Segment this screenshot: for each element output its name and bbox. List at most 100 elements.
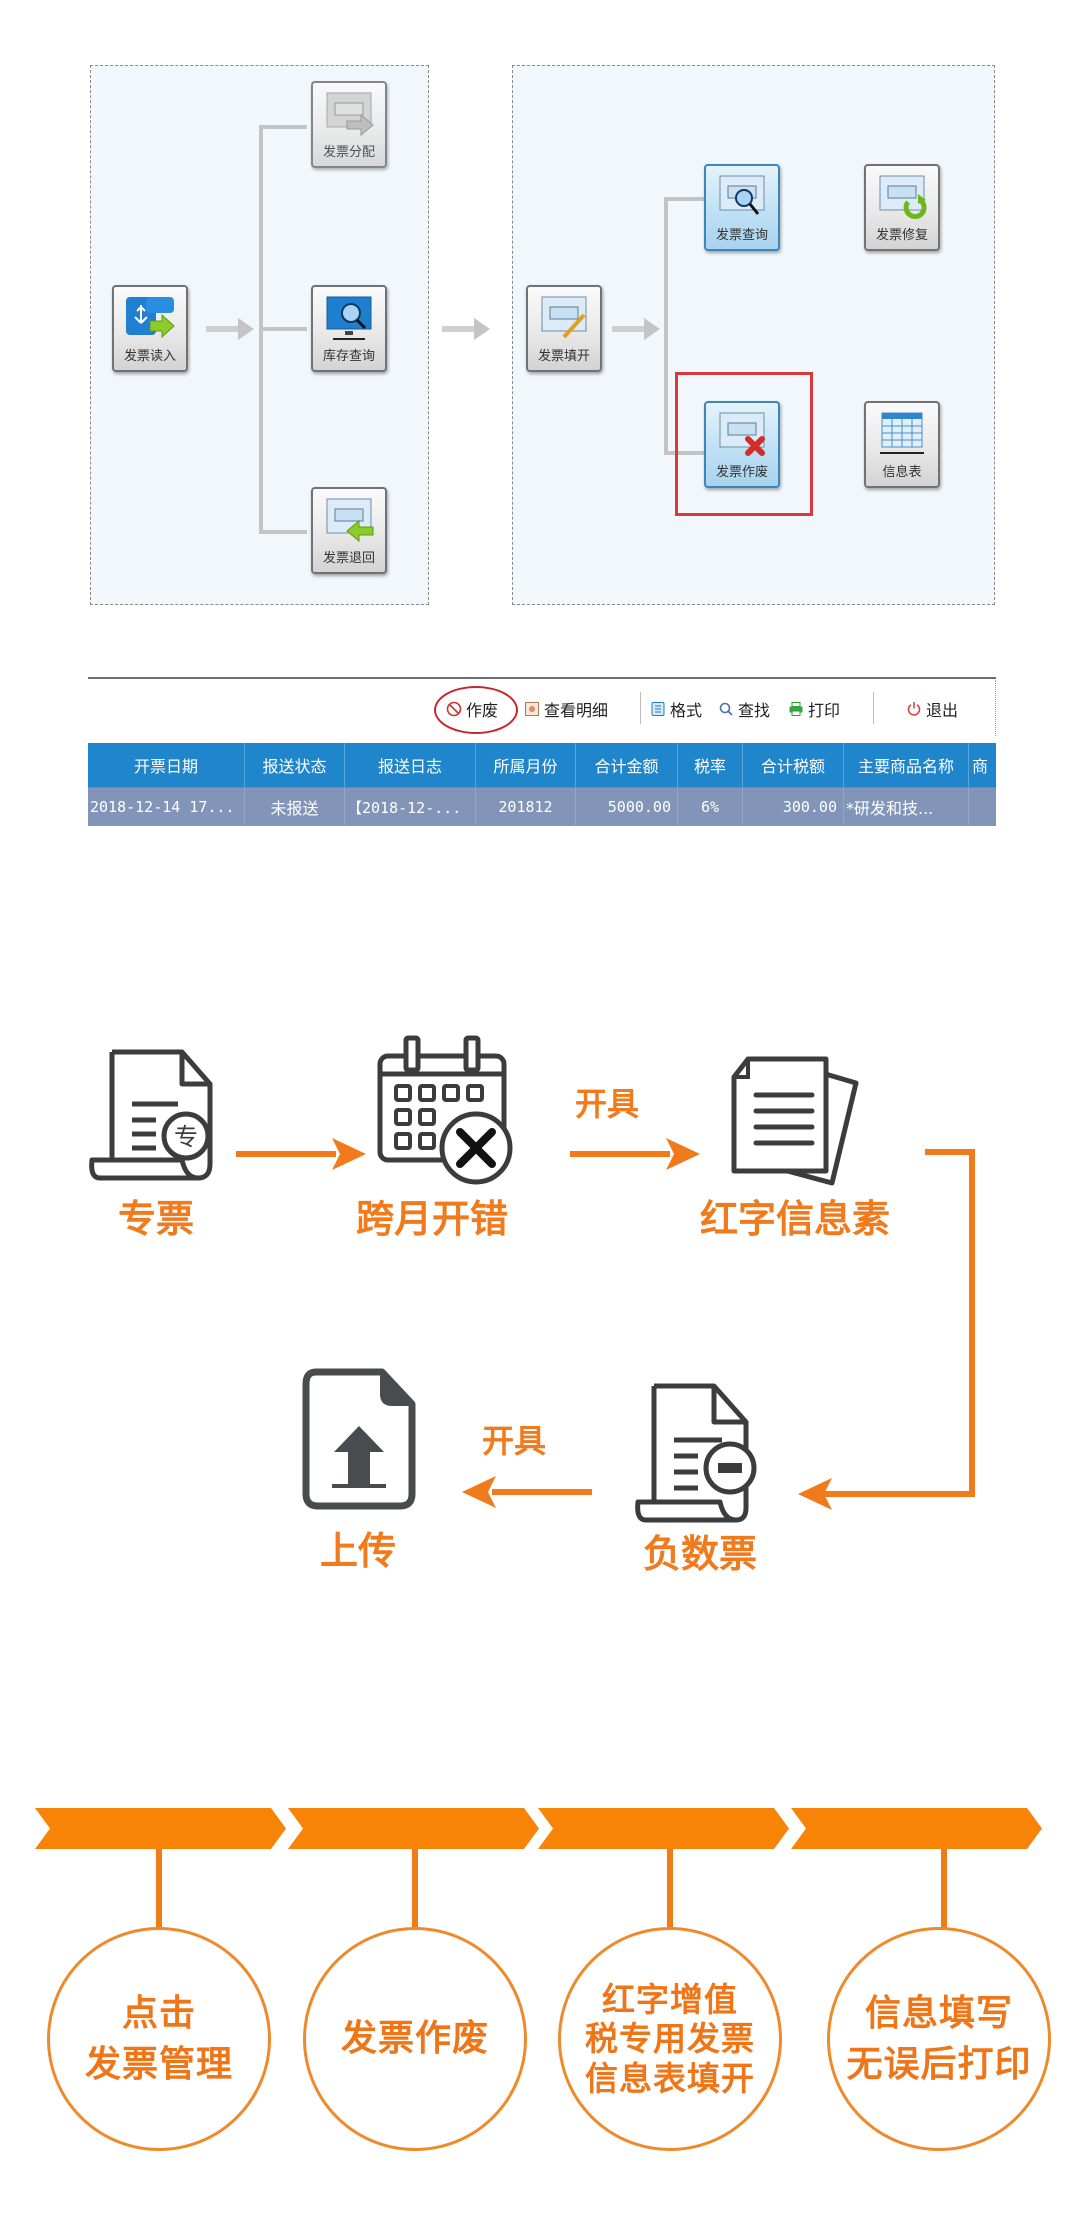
invoice-query-tile[interactable]: 发票查询 [704,164,780,251]
invoice-repair-icon [879,175,927,219]
step-text: 发票管理 [84,2044,233,2085]
gray-arrow-icon [612,318,660,340]
info-table-tile[interactable]: 信息表 [864,401,940,488]
table-cell: 6% [678,788,743,826]
table-header: 开票日期 报送状态 报送日志 所属月份 合计金额 税率 合计税额 主要商品名称 … [88,743,996,787]
node-label-special-invoice: 专票 [117,1197,194,1241]
gray-arrow-icon [206,318,254,340]
orange-arrow-left [462,1476,592,1508]
column-header[interactable]: 报送状态 [245,743,345,787]
gray-arrow-icon [442,318,490,340]
table-row[interactable]: 2018-12-14 17... 未报送 【2018-12-... 201812… [88,787,996,826]
table-cell: 【2018-12-... [345,788,476,826]
calendar-error-icon [377,1035,513,1185]
void-highlight-ellipse [434,686,518,734]
tree-connector [664,197,668,455]
view-detail-button[interactable]: 查看明细 [524,696,608,722]
edge-label-issue-2: 开具 [482,1422,547,1460]
step-text: 信息表填开 [585,2058,755,2098]
power-icon [907,702,921,716]
tile-label: 库存查询 [322,349,375,364]
column-header[interactable]: 税率 [678,743,743,787]
void-highlight-box [675,372,813,516]
tree-connector [259,327,307,331]
invoice-table: 开票日期 报送状态 报送日志 所属月份 合计金额 税率 合计税额 主要商品名称 … [88,743,996,826]
view-detail-icon [525,702,539,716]
invoice-return-tile[interactable]: 发票退回 [311,487,387,574]
step-text: 税专用发票 [585,2019,755,2059]
exit-button[interactable]: 退出 [906,696,958,722]
search-label: 查找 [738,701,771,720]
stock-query-tile[interactable]: 库存查询 [311,285,387,372]
toolbar-top-border [88,677,996,679]
table-cell: 5000.00 [576,788,678,826]
orange-arrow-right [570,1138,700,1170]
table-cell: 300.00 [743,788,844,826]
step-text: 点击 [121,1992,196,2034]
table-cell: 201812 [476,788,576,826]
table-cell: 未报送 [245,788,345,826]
invoice-read-tile[interactable]: 发票读入 [112,285,188,372]
step-stem [412,1849,418,1929]
column-header[interactable]: 所属月份 [476,743,576,787]
tile-label: 发票填开 [537,349,590,364]
orange-arrow-right [236,1138,366,1170]
tile-label: 发票修复 [875,228,928,243]
tile-label: 信息表 [882,465,922,480]
step-chevron-3 [538,1808,789,1849]
invoice-void-tile[interactable]: 发票作废 [704,401,780,488]
invoice-repair-tile[interactable]: 发票修复 [864,164,940,251]
documents-icon [731,1056,859,1186]
exit-label: 退出 [926,701,959,720]
node-label-upload: 上传 [319,1529,396,1573]
step-chevron-2 [288,1808,539,1849]
invoice-void-icon [719,412,765,456]
table-cell: *研发和技... [844,788,969,826]
column-header[interactable]: 合计税额 [743,743,844,787]
tile-label: 发票作废 [715,465,768,480]
svg-text:专: 专 [174,1123,198,1151]
tree-connector [664,197,704,201]
node-label-cross-month: 跨月开错 [355,1197,508,1241]
invoice-distribute-tile[interactable]: 发票分配 [311,81,387,168]
tree-connector [259,125,307,129]
step-chevron-4 [791,1808,1042,1849]
print-icon [789,702,803,716]
edge-label-issue: 开具 [575,1085,640,1123]
toolbar-edge [995,680,996,736]
step-stem [156,1849,162,1929]
orange-connector [798,1149,975,1510]
format-button[interactable]: 格式 [650,696,702,722]
invoice-fill-tile[interactable]: 发票填开 [526,285,602,372]
view-detail-label: 查看明细 [544,701,609,720]
column-header[interactable]: 开票日期 [88,743,245,787]
tile-label: 发票分配 [322,145,375,160]
node-label-red-info: 红字信息素 [699,1197,890,1241]
step-text: 发票作废 [340,2018,489,2060]
invoice-query-icon [719,175,765,215]
negative-invoice-icon [635,1383,757,1523]
search-icon [719,702,733,716]
column-header[interactable]: 合计金额 [576,743,678,787]
step-chevron-1 [35,1808,286,1849]
step-circle-3: 红字增值 税专用发票 信息表填开 [558,1927,782,2151]
node-label-negative-invoice: 负数票 [642,1532,757,1576]
step-text: 红字增值 [602,1979,738,2019]
step-stem [667,1849,673,1929]
column-header[interactable]: 商 [972,757,989,776]
search-button[interactable]: 查找 [718,696,770,722]
upload-file-icon [302,1368,416,1510]
invoice-return-icon [326,498,374,543]
step-text: 信息填写 [864,1992,1013,2034]
tree-connector [664,451,704,455]
step-circle-1: 点击 发票管理 [47,1927,271,2151]
column-header[interactable]: 报送日志 [345,743,476,787]
tile-label: 发票读入 [123,349,176,364]
step-text: 无误后打印 [846,2044,1032,2085]
print-button[interactable]: 打印 [788,696,840,722]
invoice-fill-icon [541,296,587,339]
invoice-distribute-icon [326,92,374,137]
toolbar: 作废 查看明细 格式 查找 打印 退出 [88,680,996,740]
tree-connector [259,530,307,534]
column-header[interactable]: 主要商品名称 [844,743,969,787]
